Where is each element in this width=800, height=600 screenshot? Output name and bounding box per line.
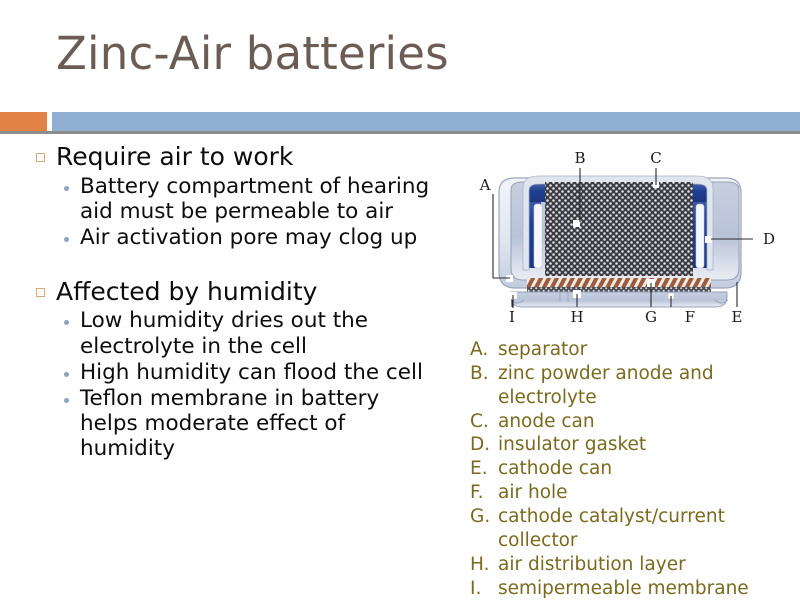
bullet-level2-text: High humidity can flood the cell	[80, 359, 423, 385]
legend-item: H. air distribution layer	[470, 553, 800, 577]
legend-item: F. air hole	[470, 481, 800, 505]
legend-item: D. insulator gasket	[470, 433, 800, 457]
diagram-callout-I: I	[509, 308, 515, 326]
dot-bullet-icon	[64, 185, 69, 191]
bullet-level2-text: Low humidity dries out the electrolyte i…	[80, 308, 369, 359]
dot-bullet-icon	[64, 320, 69, 326]
sub-bullet-list: Low humidity dries out the electrolyte i…	[64, 308, 456, 461]
diagram-legend: A. separator B. zinc powder anode and el…	[470, 338, 800, 600]
dot-bullet-icon	[64, 236, 69, 242]
legend-key: I.	[470, 577, 482, 599]
accent-block-orange	[0, 112, 47, 131]
legend-item: E. cathode can	[470, 457, 800, 481]
diagram-callout-A: A	[479, 176, 491, 194]
legend-label: zinc powder anode and electrolyte	[498, 362, 714, 408]
diagram-callout-G: G	[645, 308, 657, 326]
legend-item: G. cathode catalyst/current collector	[470, 505, 800, 553]
bullet-level2-text: Air activation pore may clog up	[80, 224, 418, 250]
legend-item: I. semipermeable membrane	[470, 577, 800, 600]
bullet-level2: Air activation pore may clog up	[64, 225, 456, 250]
legend-label: insulator gasket	[498, 434, 647, 456]
bullet-level2: High humidity can flood the cell	[64, 360, 456, 385]
diagram-callout-C: C	[650, 149, 661, 167]
diagram-callout-B: B	[574, 149, 585, 167]
legend-item: A. separator	[470, 338, 800, 362]
bullet-level2: Battery compartment of hearing aid must …	[64, 174, 456, 224]
title-divider	[0, 112, 800, 134]
bullet-level1-text: Require air to work	[56, 142, 294, 171]
legend-key: H.	[470, 553, 490, 575]
square-bullet-icon	[36, 153, 45, 162]
bullet-level1: Require air to work	[36, 142, 456, 172]
legend-item: C. anode can	[470, 410, 800, 434]
legend-label: semipermeable membrane	[498, 577, 749, 599]
legend-label: anode can	[498, 410, 595, 432]
legend-key: B.	[470, 362, 489, 384]
divider-bar-blue	[52, 112, 800, 131]
bullet-level2-text: Teflon membrane in battery helps moderat…	[80, 385, 380, 462]
bullet-group: Affected by humidity Low humidity dries …	[36, 277, 456, 461]
legend-key: E.	[470, 458, 488, 480]
dot-bullet-icon	[64, 371, 69, 377]
bullet-level1: Affected by humidity	[36, 277, 456, 307]
legend-label: cathode can	[498, 458, 613, 480]
diagram-callout-D: D	[763, 230, 775, 248]
legend-key: F.	[470, 482, 484, 504]
legend-key: C.	[470, 410, 489, 432]
legend-item: B. zinc powder anode and electrolyte	[470, 362, 800, 410]
legend-label: cathode catalyst/current collector	[498, 506, 725, 551]
legend-label: separator	[498, 339, 588, 360]
bullet-level2: Low humidity dries out the electrolyte i…	[64, 308, 456, 359]
bullet-level1-text: Affected by humidity	[56, 276, 318, 306]
square-bullet-icon	[36, 287, 45, 297]
legend-label: air distribution layer	[498, 553, 686, 575]
bullet-group: Require air to work Battery compartment …	[36, 142, 456, 250]
legend-key: A.	[470, 339, 489, 360]
page-title: Zinc-Air batteries	[56, 27, 449, 80]
sub-bullet-list: Battery compartment of hearing aid must …	[64, 174, 456, 250]
bullet-spacer	[36, 251, 456, 277]
bullet-level2-text: Battery compartment of hearing aid must …	[80, 173, 430, 224]
diagram-callout-E: E	[732, 308, 743, 326]
legend-key: G.	[470, 506, 491, 528]
bullet-content: Require air to work Battery compartment …	[36, 142, 456, 462]
battery-cross-section-diagram: A B C D I H G F E	[465, 142, 800, 332]
legend-key: D.	[470, 434, 491, 456]
legend-label: air hole	[498, 482, 568, 504]
dot-bullet-icon	[64, 397, 69, 403]
divider-underline	[0, 131, 800, 134]
diagram-callout-F: F	[685, 308, 695, 326]
diagram-callout-H: H	[570, 308, 583, 326]
bullet-level2: Teflon membrane in battery helps moderat…	[64, 386, 456, 461]
